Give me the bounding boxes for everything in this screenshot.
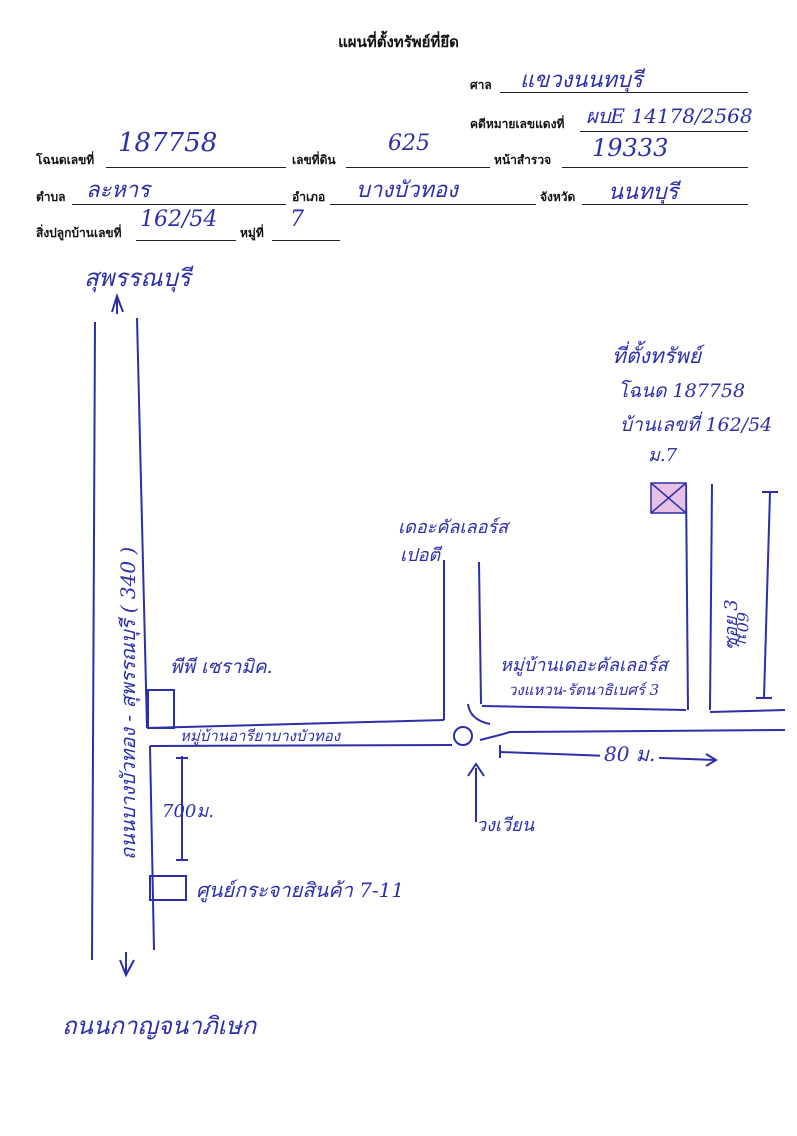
ceramic-building-icon (147, 689, 175, 729)
property-label-title: ที่ตั้งทรัพย์ (612, 344, 702, 368)
roundabout-arrow-icon (467, 762, 485, 777)
court-label: ศาล (470, 78, 492, 92)
the-colors-label-2: เปอตี (400, 545, 441, 566)
distance-700-label: 700ม. (162, 801, 214, 822)
district-value: บางบัวทอง (356, 178, 458, 203)
south-destination-label: ถนนกาญจนาภิเษก (62, 1012, 257, 1040)
store-label: ศูนย์กระจายสินค้า 7-11 (196, 878, 405, 902)
property-label-house: บ้านเลขที่ 162/54 (620, 414, 773, 436)
deed-label: โฉนดเลขที่ (36, 153, 95, 167)
province-underline (582, 204, 748, 205)
moo-underline (272, 240, 340, 241)
village-label: หมู่บ้านเดอะคัลเลอร์ส (500, 655, 668, 676)
store-building-icon (149, 875, 187, 901)
land-no-label: เลขที่ดิน (292, 153, 336, 167)
roundabout-label: วงเวียน (476, 815, 535, 836)
soi-left-label: หมู่บ้านอารียาบางบัวทอง (180, 727, 341, 745)
survey-value: 19333 (592, 134, 669, 162)
page-title: แผนที่ตั้งทรัพย์ที่ยึด (338, 33, 459, 51)
moo-value: 7 (290, 207, 304, 232)
land-no-value: 625 (388, 131, 430, 156)
survey-underline (562, 167, 748, 168)
north-destination-label: สุพรรณบุรี (84, 264, 191, 292)
dimension-700 (176, 756, 188, 861)
district-underline (330, 204, 536, 205)
distance-80-label: 80 ม. (600, 738, 660, 770)
the-colors-label: เดอะคัลเลอร์ส (398, 517, 509, 538)
land-no-underline (346, 167, 490, 168)
direction-arrow-line (91, 321, 96, 961)
moo-label: หมู่ที่ (240, 226, 264, 240)
house-no-label: สิ่งปลูกบ้านเลขที่ (36, 226, 122, 240)
side-roads (443, 483, 786, 720)
roundabout-icon (453, 726, 473, 746)
house-no-underline (136, 240, 236, 241)
main-road-label: ถนนบางบัวทอง - สุพรรณบุรี ( 340 ) (116, 546, 140, 860)
survey-label: หน้าสำรวจ (494, 153, 552, 167)
main-road (136, 317, 155, 951)
subdistrict-value: ละหาร (86, 178, 150, 203)
dimension-60 (756, 491, 778, 699)
district-label: อำเภอ (292, 190, 326, 204)
court-underline (500, 92, 748, 93)
deed-underline (106, 167, 286, 168)
province-value: นนทบุรี (608, 180, 679, 205)
case-value: ผบE 14178/2568 (586, 104, 753, 128)
house-no-value: 162/54 (140, 207, 218, 232)
subdistrict-label: ตำบล (36, 190, 66, 204)
soi-road (146, 703, 786, 747)
property-label-moo: ม.7 (648, 445, 678, 466)
subdistrict-underline (72, 204, 286, 205)
case-label: คดีหมายเลขแดงที่ (470, 117, 565, 131)
property-label-deed: โฉนด 187758 (618, 380, 746, 402)
province-label: จังหวัด (540, 190, 576, 204)
distance-60-label: 60ม. (733, 612, 752, 648)
deed-value: 187758 (118, 128, 218, 158)
court-value: แขวงนนทบุรี (520, 68, 643, 93)
ceramic-building-label: พีพี เซรามิค. (170, 656, 273, 678)
case-underline (580, 131, 748, 132)
village-sub-label: วงแหวน-รัตนาธิเบศร์ 3 (508, 681, 660, 699)
